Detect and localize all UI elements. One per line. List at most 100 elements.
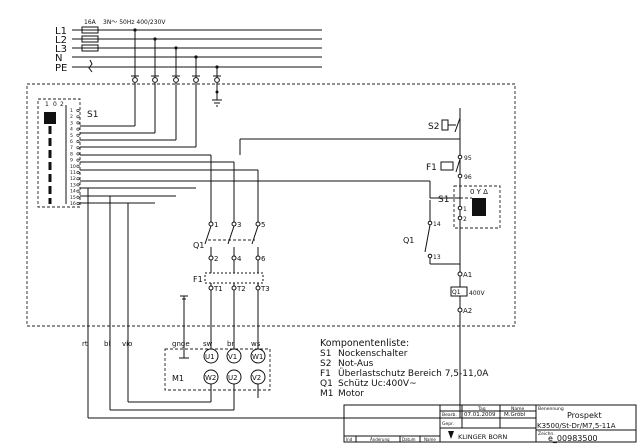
wire-color-br: br — [227, 340, 234, 348]
s1-terminal-dot — [76, 171, 80, 175]
bus-label-l2: L2 — [55, 35, 67, 46]
motor-v2: V2 — [252, 374, 261, 382]
ctrl-s1-positions: 0 Y Δ — [470, 188, 488, 196]
earth-symbol — [180, 295, 188, 352]
f1-contact-96: 96 — [464, 174, 472, 181]
s1-terminal-number: 10 — [70, 164, 76, 170]
terminal-t1: T1 — [213, 285, 223, 293]
wire-color-rt: rt — [82, 340, 88, 348]
tb-footer-index: Ind — [346, 437, 353, 442]
fuse-rating: 16A — [84, 19, 97, 26]
s1-terminal-number: 4 — [70, 127, 73, 133]
s1-terminal-number: 12 — [70, 176, 76, 182]
tb-col-tag: Tag — [477, 406, 486, 412]
tb-footer-aenderung: Änderung — [370, 437, 390, 442]
s1-terminal-number: 13 — [70, 182, 76, 188]
company-logo-text: KLINGER BORN — [458, 433, 507, 441]
s1-terminal-dot — [76, 158, 80, 162]
s1-terminal-number: 5 — [70, 133, 73, 139]
component-desc: Nockenschalter — [338, 349, 408, 359]
s1-terminal-number: 6 — [70, 139, 73, 145]
terminal-t2: T2 — [236, 285, 246, 293]
ctrl-q1-label: Q1 — [403, 236, 414, 245]
component-desc: Not-Aus — [338, 359, 374, 369]
component-list-title: Komponentenliste: — [320, 338, 409, 349]
coil-label: Q1 — [452, 289, 461, 296]
s1-terminal-dot — [76, 109, 80, 113]
coil-voltage: 400V — [469, 290, 485, 297]
s1-terminal-number: 11 — [70, 170, 76, 176]
s1-terminal-number: 15 — [70, 195, 76, 201]
motor-u1: U1 — [205, 353, 215, 361]
ctrl-f1-label: F1 — [426, 163, 437, 173]
s1-terminal-dot — [76, 121, 80, 125]
component-desc: Schütz Uc:400V~ — [338, 379, 417, 389]
coil-a1: A1 — [463, 271, 472, 279]
s1-terminal-dot — [76, 127, 80, 131]
s1-ctrl-contact-2: 2 — [463, 216, 467, 223]
title-block — [343, 404, 637, 443]
s1-cam-switch — [37, 98, 81, 208]
terminal-5: 5 — [261, 221, 265, 229]
tb-drawing-no: e_00983500 — [548, 434, 598, 443]
power-q1-label: Q1 — [193, 241, 204, 250]
s1-terminal-number: 1 — [70, 108, 73, 114]
motor-u2: U2 — [228, 374, 238, 382]
terminal-1: 1 — [214, 221, 218, 229]
s1-terminal-number: 9 — [70, 158, 73, 164]
terminal-6: 6 — [261, 255, 266, 263]
ctrl-s2-label: S2 — [428, 122, 439, 132]
power-f1-label: F1 — [193, 275, 203, 284]
wire-color-ws: ws — [251, 340, 261, 348]
s1-ctrl-contact-1: 1 — [463, 206, 467, 213]
s1-pos-1: 1 — [45, 101, 49, 108]
q1-contact-14: 14 — [433, 221, 441, 228]
tb-zeichn-label: Zeichn. — [538, 431, 555, 437]
s1-terminal-dot — [76, 195, 80, 199]
s1-terminal-number: 16 — [70, 201, 76, 207]
terminal-3: 3 — [237, 221, 241, 229]
s1-terminal-dot — [76, 177, 80, 181]
power-feed-wires — [80, 83, 460, 222]
ctrl-s1-label: S1 — [438, 195, 449, 205]
component-ref: M1 — [320, 389, 334, 399]
q1-contact-13: 13 — [433, 254, 441, 261]
bus-label-n: N — [55, 53, 62, 64]
motor-v1: V1 — [228, 353, 237, 361]
bus-label-pe: PE — [55, 63, 67, 74]
tb-date: 07.01.2009 — [464, 412, 496, 418]
q1-power-contacts — [204, 221, 264, 352]
s1-terminal-number: 3 — [70, 120, 73, 126]
component-ref: Q1 — [320, 379, 333, 389]
s1-pos-0: 0 — [53, 101, 57, 108]
s1-terminal-dot — [76, 183, 80, 187]
component-desc: Überlastschutz Bereich 7,5-11,0A — [338, 368, 489, 379]
motor-w2: W2 — [205, 374, 216, 382]
tb-benennung-label: Benennung — [538, 406, 564, 412]
tb-name: M.Gröbl — [504, 412, 526, 418]
s1-terminal-number: 2 — [70, 114, 73, 120]
f1-contact-95: 95 — [464, 155, 472, 162]
coil-a2: A2 — [463, 307, 472, 315]
bus-label-l3: L3 — [55, 44, 67, 55]
terminal-4: 4 — [237, 255, 242, 263]
tb-footer-name: Name — [424, 437, 436, 442]
bus-label-l1: L1 — [55, 26, 67, 37]
tb-row-bearb: Bearb. — [442, 412, 457, 418]
s1-terminal-dot — [76, 115, 80, 119]
s1-terminal-dot — [76, 189, 80, 193]
wire-color-sw: sw — [203, 340, 213, 348]
control-circuit — [424, 108, 501, 313]
s1-pos-2: 2 — [60, 101, 64, 108]
component-ref: F1 — [320, 369, 331, 379]
s1-terminal-dot — [76, 146, 80, 150]
tb-footer-datum: Datum — [402, 437, 416, 442]
supply-busbars — [72, 26, 322, 73]
s1-terminal-dot — [76, 133, 80, 137]
bus-taps — [131, 28, 222, 107]
component-ref: S1 — [320, 349, 331, 359]
outgoing-wires — [80, 187, 461, 419]
